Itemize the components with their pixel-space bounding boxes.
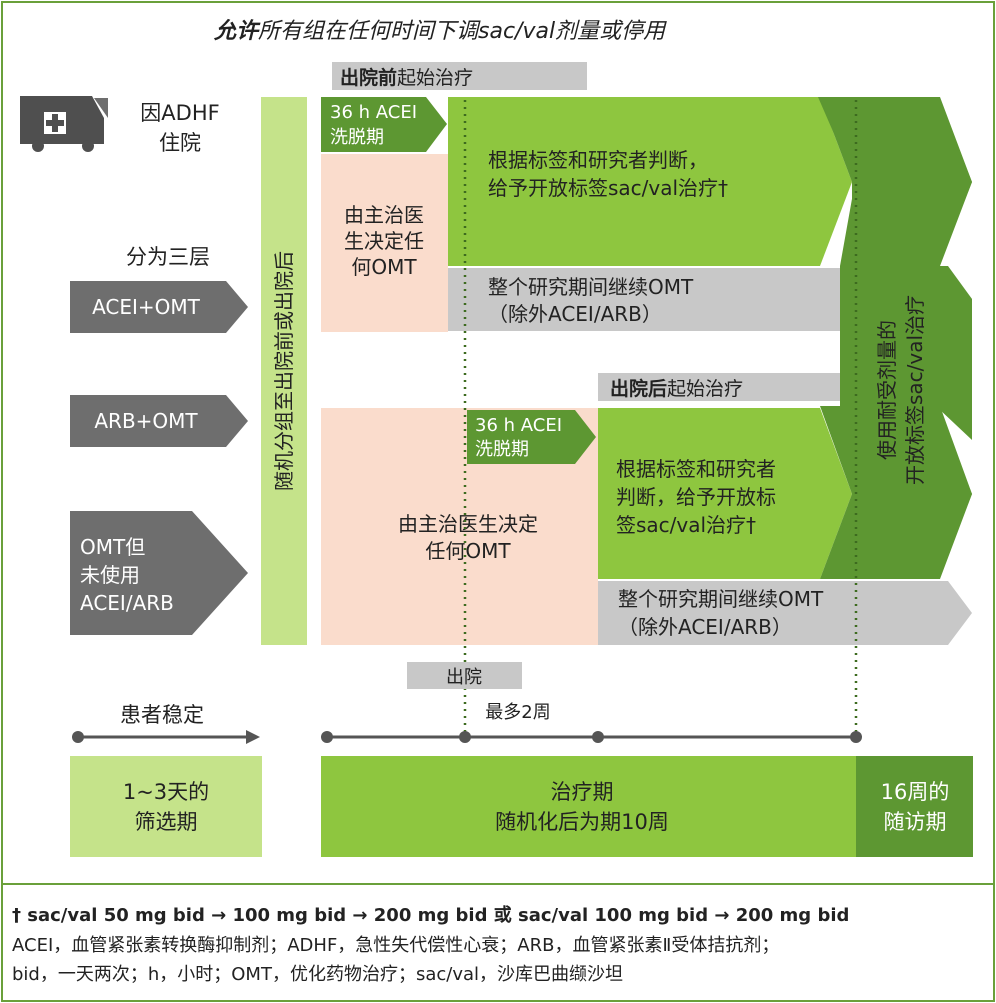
stratum-arb-label: ARB+OMT	[94, 409, 198, 433]
followup-line-2: 随访期	[884, 810, 947, 834]
after-discharge-label: 出院后起始治疗	[610, 377, 743, 400]
post-open-label-line-2: 判断，给予开放标	[616, 485, 776, 509]
treatment-line-2: 随机化后为期10周	[495, 810, 669, 834]
stratum-acei-arrow	[70, 281, 248, 333]
footnote-abbrev-1: ACEI，血管紧张素转换酶抑制剂；ADHF，急性失代偿性心衰；ARB，血管紧张素…	[12, 935, 779, 956]
strata-title: 分为三层	[126, 245, 210, 269]
before-discharge-label: 出院前起始治疗	[340, 66, 473, 89]
pre-washout-line-1: 36 h ACEI	[330, 102, 417, 123]
tolerated-dose-line-2: 开放标签sac/val治疗	[903, 295, 927, 485]
stratum-arb-arrow	[70, 395, 248, 447]
post-omt-line-1: 由主治医生决定	[398, 512, 538, 536]
admission-line-1: 因ADHF	[140, 101, 219, 125]
pre-washout-line-2: 洗脱期	[330, 127, 384, 148]
footnote-abbrev-2: bid，一天两次；h，小时；OMT，优化药物治疗；sac/val，沙库巴曲缬沙坦	[12, 964, 623, 985]
followup-line-1: 16周的	[881, 780, 950, 804]
post-washout-arrow	[467, 410, 596, 464]
ambulance-icon	[20, 96, 108, 152]
pre-open-label-line-1: 根据标签和研究者判断，	[488, 148, 708, 172]
pre-open-label-arrow	[448, 97, 852, 266]
pre-washout-arrow	[321, 97, 447, 152]
post-open-label-line-1: 根据标签和研究者	[616, 457, 776, 481]
pre-open-label-line-2: 给予开放标签sac/val治疗†	[488, 176, 728, 200]
post-continue-omt-line-2: （除外ACEI/ARB）	[618, 615, 792, 639]
pre-continue-omt-line-1: 整个研究期间继续OMT	[488, 275, 694, 299]
post-washout-line-1: 36 h ACEI	[475, 415, 562, 436]
stratum-acei-label: ACEI+OMT	[92, 295, 201, 319]
timeline-dot-end	[850, 731, 862, 743]
pre-omt-line-2: 生决定任	[344, 229, 424, 253]
screening-line-2: 筛选期	[135, 810, 198, 834]
pre-omt-line-1: 由主治医	[344, 203, 424, 227]
treatment-period-box	[321, 756, 856, 857]
patient-stable-label: 患者稳定	[120, 703, 204, 727]
stratum-omt-arrow	[70, 511, 248, 635]
title: 允许所有组在任何时间下调sac/val剂量或停用	[213, 18, 667, 44]
pre-omt-line-3: 何OMT	[351, 255, 417, 279]
treatment-line-1: 治疗期	[551, 780, 614, 804]
tolerated-dose-arrow-lower	[820, 406, 972, 579]
randomization-bar	[261, 97, 307, 645]
stratum-omt-line-2: 未使用	[80, 563, 140, 587]
timeline-dot-2-weeks	[592, 731, 604, 743]
max-2-weeks-label: 最多2周	[485, 702, 550, 723]
tolerated-dose-connector	[852, 266, 948, 408]
post-continue-omt-line-1: 整个研究期间继续OMT	[618, 587, 824, 611]
discharge-bar	[407, 662, 522, 689]
post-washout-line-2: 洗脱期	[475, 439, 529, 460]
discharge-label: 出院	[446, 667, 482, 688]
timeline-dot-randomization	[321, 731, 333, 743]
footnote-dosing: † sac/val 50 mg bid → 100 mg bid → 200 m…	[12, 904, 849, 926]
stratum-omt-line-3: ACEI/ARB	[80, 591, 174, 615]
pre-omt-decision-box	[321, 154, 448, 332]
before-discharge-bar	[332, 62, 587, 90]
post-continue-omt-arrow	[598, 581, 972, 645]
post-open-label-line-3: 签sac/val治疗†	[616, 513, 756, 537]
post-omt-line-2: 任何OMT	[425, 539, 511, 563]
screening-timeline-arrowhead	[246, 730, 260, 744]
pre-continue-omt-line-2: （除外ACEI/ARB）	[488, 302, 662, 326]
screening-period-box	[70, 756, 262, 857]
tolerated-dose-connector-edge	[948, 266, 972, 406]
randomization-label: 随机分组至出院前或出院后	[272, 251, 296, 491]
admission-line-2: 住院	[159, 131, 201, 155]
timeline-dot-discharge	[459, 731, 471, 743]
screening-start-dot	[72, 731, 84, 743]
tolerated-dose-arrow-upper	[820, 97, 972, 266]
screening-line-1: 1~3天的	[123, 780, 209, 804]
tolerated-dose-line-1: 使用耐受剂量的	[875, 320, 899, 460]
after-discharge-bar	[598, 373, 856, 401]
post-open-label-arrow	[598, 408, 852, 579]
stratum-omt-line-1: OMT但	[80, 535, 145, 559]
followup-period-box	[856, 756, 973, 857]
